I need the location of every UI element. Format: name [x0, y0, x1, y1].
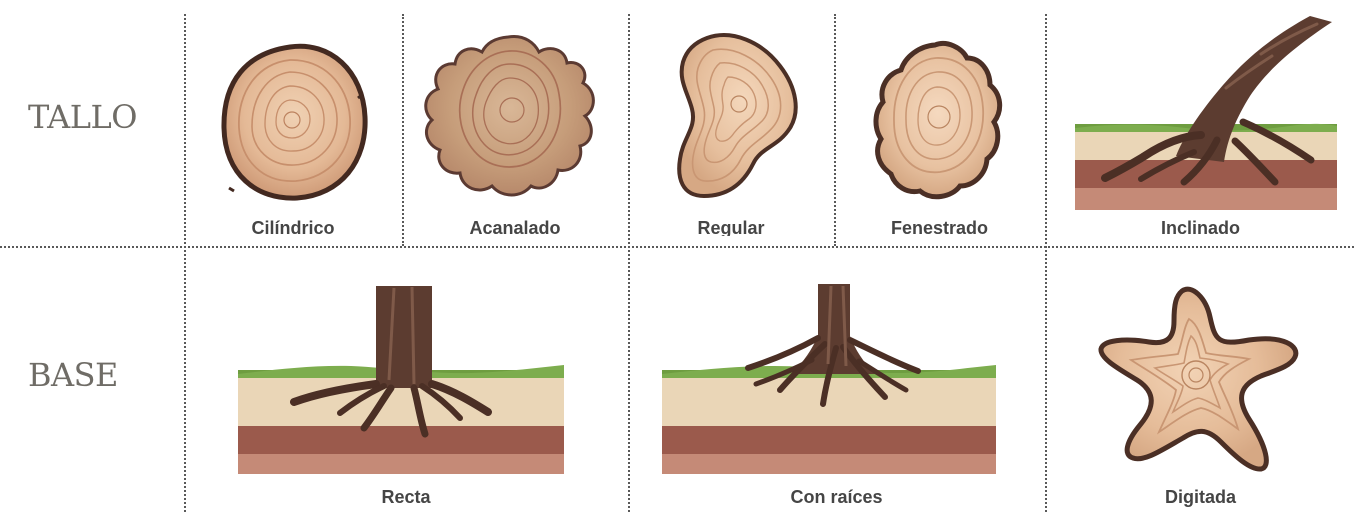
- fenestrated-trunk-cross-section-icon: [836, 14, 1043, 236]
- cell-con-raices: Con raíces: [630, 248, 1043, 512]
- irregular-trunk-cross-section-icon: [630, 14, 832, 236]
- caption-recta: Recta: [186, 488, 626, 506]
- cell-recta: Recta: [186, 248, 626, 512]
- cylindrical-trunk-cross-section-icon: [186, 14, 400, 236]
- caption-regular: Regular: [630, 219, 832, 236]
- caption-cilindrico: Cilíndrico: [186, 219, 400, 236]
- cell-cilindrico: Cilíndrico: [186, 14, 400, 236]
- cell-digitada: Digitada: [1047, 248, 1354, 512]
- caption-inclinado: Inclinado: [1047, 219, 1354, 236]
- fluted-trunk-cross-section-icon: [404, 14, 626, 236]
- cell-inclinado: Inclinado: [1047, 14, 1354, 236]
- cell-acanalado: Acanalado: [404, 14, 626, 236]
- digitate-base-cross-section-icon: [1047, 248, 1354, 512]
- caption-con-raices: Con raíces: [630, 488, 1043, 506]
- caption-acanalado: Acanalado: [404, 219, 626, 236]
- inclined-trunk-illustration-icon: [1047, 14, 1354, 236]
- cell-fenestrado: Fenestrado: [836, 14, 1043, 236]
- caption-digitada: Digitada: [1047, 488, 1354, 506]
- row-label-base: BASE: [28, 356, 168, 394]
- straight-base-root-illustration-icon: [186, 248, 626, 512]
- rooted-base-illustration-icon: [630, 248, 1043, 512]
- caption-fenestrado: Fenestrado: [836, 219, 1043, 236]
- cell-regular: Regular: [630, 14, 832, 236]
- row-label-tallo: TALLO: [28, 98, 168, 136]
